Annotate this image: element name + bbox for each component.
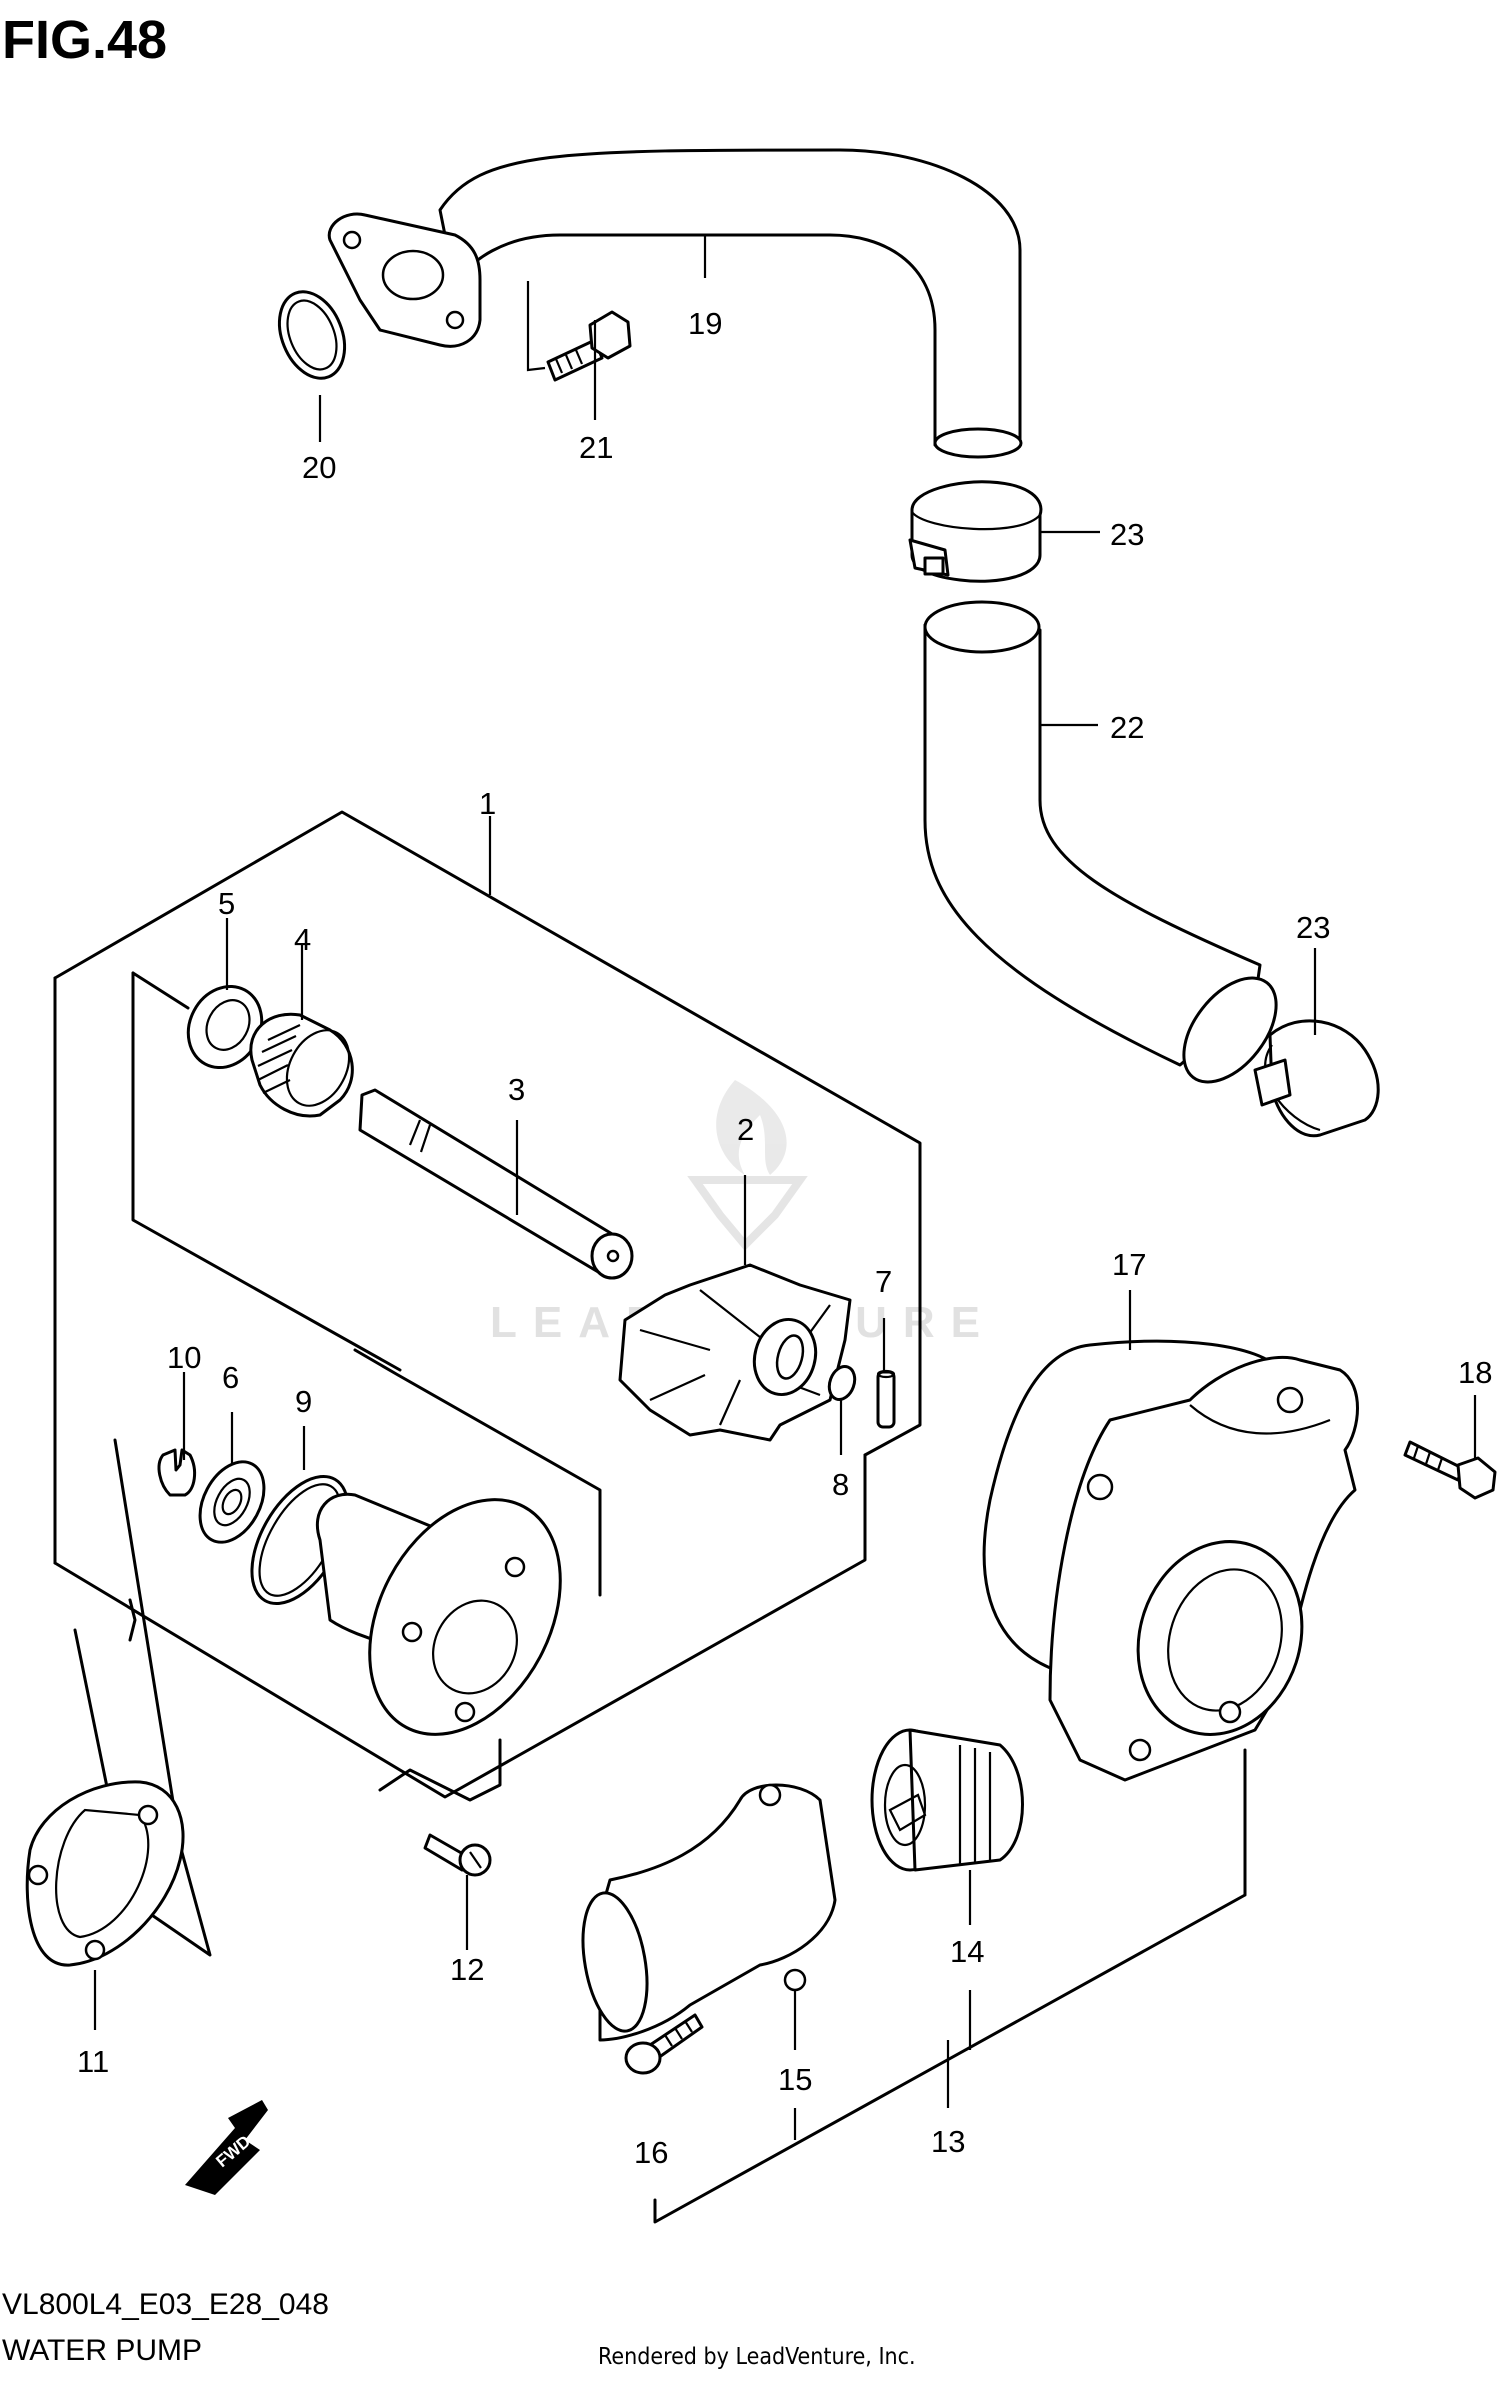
callout-11: 11: [77, 2044, 109, 2079]
thermostat-14: [870, 1728, 1024, 1872]
callout-18: 18: [1458, 1355, 1492, 1390]
callout-15: 15: [778, 2062, 812, 2097]
mechanical-seal-4: [249, 1012, 354, 1118]
rendered-by-credit: Rendered by LeadVenture, Inc.: [598, 2344, 916, 2370]
pump-housing: [315, 1492, 562, 1736]
thermostat-housing: [1048, 1355, 1359, 1782]
model-code: VL800L4_E03_E28_048: [2, 2288, 329, 2321]
callout-5: 5: [218, 886, 235, 921]
radiator-hose-22: [923, 600, 1278, 1084]
callout-6: 6: [222, 1360, 239, 1395]
hose-clamp-23-upper: [908, 480, 1043, 583]
bolt-16: [624, 2013, 704, 2075]
impeller-2: [618, 1263, 852, 1442]
callout-10: 10: [167, 1340, 201, 1375]
callout-3: 3: [508, 1072, 525, 1107]
callout-22: 22: [1110, 710, 1144, 745]
callout-17: 17: [1112, 1247, 1146, 1282]
pin-7: [876, 1369, 896, 1429]
callout-23-lower: 23: [1296, 910, 1330, 945]
bolt-21: [546, 310, 632, 382]
figure-title: FIG.48: [2, 10, 167, 70]
forward-direction-arrow: FWD: [185, 2100, 268, 2195]
callout-14: 14: [950, 1934, 984, 1969]
leader-lines: [93, 235, 1477, 2140]
callout-19: 19: [688, 306, 722, 341]
thermostat-cover-15: [581, 1783, 837, 2042]
callout-7: 7: [875, 1264, 892, 1299]
callout-16: 16: [634, 2135, 668, 2170]
callout-labels: 1 2 3 4 5 6 7 8 9 10 11 12 13 14 15 16 1…: [77, 306, 1492, 2170]
hose-clamp-23-lower: [1253, 1019, 1380, 1138]
screw-12: [423, 1833, 492, 1877]
callout-20: 20: [302, 450, 336, 485]
water-pipe-19: [327, 148, 1023, 459]
figure-name: WATER PUMP: [2, 2334, 202, 2367]
callout-4: 4: [294, 922, 311, 957]
bolt-18: [1403, 1440, 1497, 1500]
washer-8: [827, 1365, 857, 1401]
callout-23-upper: 23: [1110, 517, 1144, 552]
callout-12: 12: [450, 1952, 484, 1987]
callout-13: 13: [931, 2124, 965, 2159]
callout-2: 2: [737, 1112, 754, 1147]
o-ring-20: [277, 290, 347, 380]
callout-8: 8: [832, 1467, 849, 1502]
circlip-10: [157, 1448, 197, 1497]
oil-seal-5: [186, 984, 264, 1070]
bearing-6: [198, 1460, 266, 1544]
callout-9: 9: [295, 1384, 312, 1419]
callout-1: 1: [479, 786, 496, 821]
gasket-11: [25, 1780, 185, 1967]
impeller-shaft-3: [358, 1088, 634, 1280]
assembly-bracket-13: [653, 1748, 1247, 2224]
callout-21: 21: [579, 430, 613, 465]
